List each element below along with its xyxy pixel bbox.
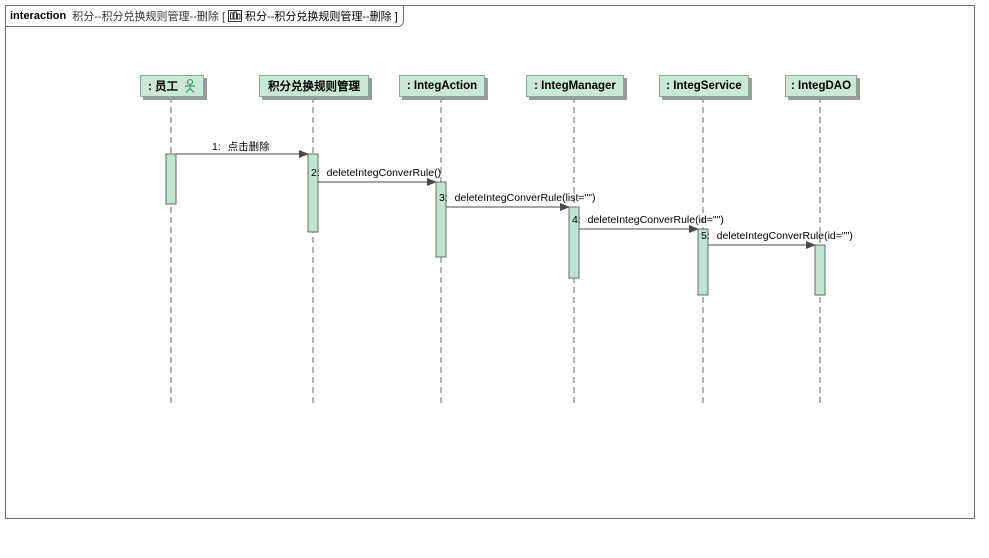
lifeline-label: : IntegManager: [534, 80, 616, 92]
message-number: 1:: [212, 141, 221, 153]
lifeline-label: : IntegDAO: [790, 80, 852, 92]
message-label-1: 1: 点击删除: [212, 139, 270, 154]
message-text: deleteIntegConverRule(list=""): [451, 192, 596, 204]
activation-bar-action[interactable]: [435, 181, 447, 258]
message-number: 4:: [572, 214, 581, 226]
message-number: 2:: [311, 167, 320, 179]
lifeline-label: : IntegService: [666, 80, 742, 92]
lifeline-head-dao[interactable]: : IntegDAO: [785, 75, 857, 97]
person-icon: [185, 79, 196, 93]
lifeline-head-action[interactable]: : IntegAction: [399, 75, 485, 97]
activation-bar-yuangong[interactable]: [165, 153, 177, 205]
activation-bar-jifen[interactable]: [307, 153, 319, 233]
message-text: 点击删除: [224, 141, 270, 153]
message-text: deleteIntegConverRule(id=""): [713, 230, 853, 242]
message-label-4: 4: deleteIntegConverRule(id=""): [572, 214, 724, 226]
lifeline-head-manager[interactable]: : IntegManager: [526, 75, 624, 97]
message-label-5: 5: deleteIntegConverRule(id=""): [701, 230, 853, 242]
activation-bar-dao[interactable]: [814, 244, 826, 296]
lifeline-label: : 员工: [147, 81, 179, 93]
frame-ref-name-label: 积分--积分兑换规则管理--删除 ]: [245, 11, 398, 23]
message-text: deleteIntegConverRule(id=""): [584, 214, 724, 226]
frame-reference-icon: [228, 10, 242, 22]
lifeline-label: : IntegAction: [406, 80, 478, 92]
lifeline-head-yuangong[interactable]: : 员工: [140, 75, 204, 97]
message-text: deleteIntegConverRule(): [323, 167, 442, 179]
lifeline-head-service[interactable]: : IntegService: [659, 75, 749, 97]
activation-bar-service[interactable]: [697, 228, 709, 296]
frame-kind-label: interaction: [10, 10, 67, 22]
message-number: 3:: [439, 192, 448, 204]
lifeline-label: 积分兑换规则管理: [268, 81, 360, 93]
message-label-3: 3: deleteIntegConverRule(list=""): [439, 192, 596, 204]
frame-name-label: 积分--积分兑换规则管理--删除 [: [72, 11, 225, 23]
frame-title-tab: interaction 积分--积分兑换规则管理--删除 [ 积分--积分兑换规…: [6, 6, 404, 27]
message-number: 5:: [701, 230, 710, 242]
message-label-2: 2: deleteIntegConverRule(): [311, 167, 441, 179]
activation-bar-manager[interactable]: [568, 206, 580, 279]
lifeline-head-jifen[interactable]: 积分兑换规则管理: [259, 75, 369, 97]
